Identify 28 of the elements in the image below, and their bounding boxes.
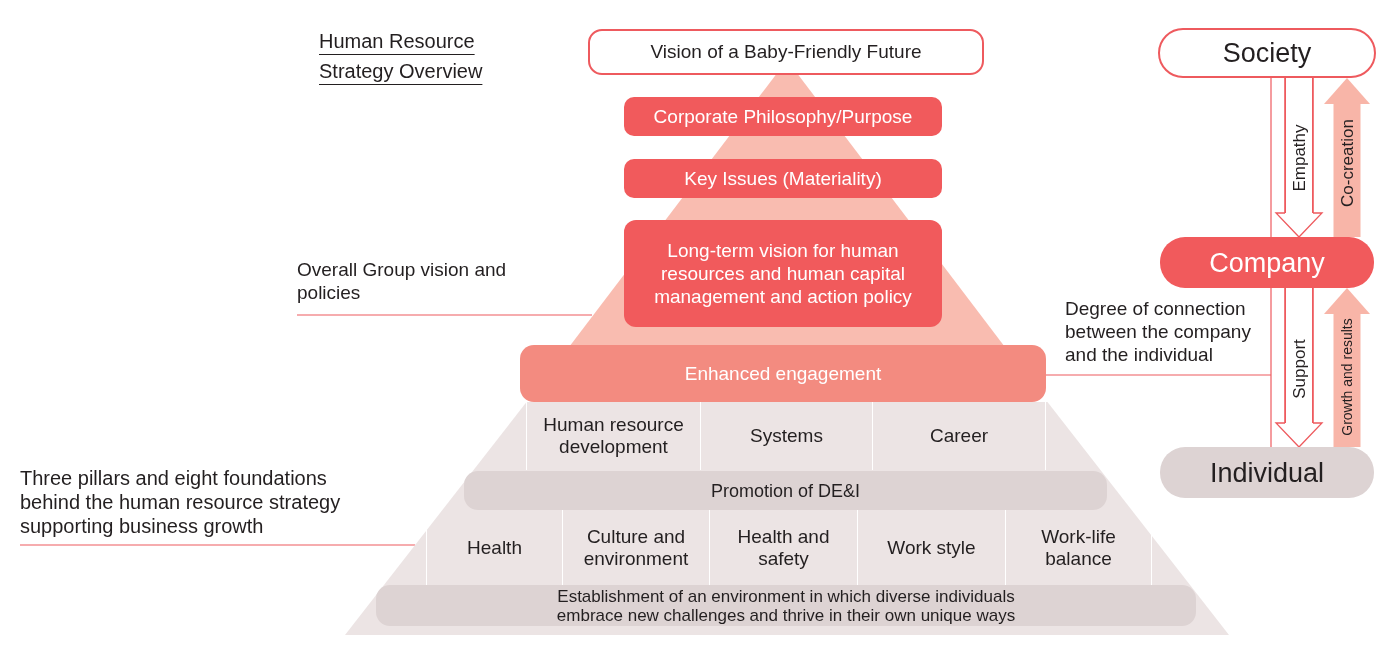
vision-banner: Vision of a Baby-Friendly Future bbox=[588, 29, 984, 75]
annotation-text: Three pillars and eight foundations behind the human resource strategy supporting business growth bbox=[20, 466, 370, 545]
edge-label: Growth and results bbox=[1339, 317, 1355, 436]
pyramid-tier: Corporate Philosophy/Purpose bbox=[624, 97, 942, 136]
stakeholder-pill: Company bbox=[1160, 237, 1374, 288]
edge-label: Empathy bbox=[1289, 123, 1309, 192]
stakeholder-pill: Individual bbox=[1160, 447, 1374, 498]
connector-line bbox=[1270, 287, 1272, 448]
edge-label: Support bbox=[1289, 338, 1309, 399]
pyramid-tier: Key Issues (Materiality) bbox=[624, 159, 942, 198]
engagement-band: Enhanced engagement bbox=[520, 345, 1046, 402]
annotation-text: Degree of connection between the company and the individual bbox=[1065, 297, 1271, 375]
connector-line bbox=[1270, 77, 1272, 238]
leader-line bbox=[296, 314, 593, 316]
block-arrow bbox=[1324, 288, 1370, 447]
leader-line bbox=[1045, 374, 1272, 376]
base-band: Establishment of an environment in which diverse individuals embrace new challenges and thrive in their own unique ways bbox=[376, 585, 1196, 626]
annotation-text: Overall Group vision and policies bbox=[297, 258, 547, 315]
diagram-title: Human Resource Strategy Overview bbox=[319, 29, 484, 84]
pillar-cell: Human resource development bbox=[526, 402, 700, 470]
pyramid-tier: Long-term vision for human resources and human capital management and action policy bbox=[624, 220, 942, 327]
foundation-band: Promotion of DE&I bbox=[464, 471, 1107, 510]
pillar-cell: Career bbox=[872, 402, 1046, 470]
edge-label: Co-creation bbox=[1337, 118, 1357, 207]
block-arrow bbox=[1324, 78, 1370, 237]
leader-line bbox=[19, 544, 416, 546]
pillar-cell: Systems bbox=[700, 402, 872, 470]
stakeholder-pill: Society bbox=[1158, 28, 1376, 78]
